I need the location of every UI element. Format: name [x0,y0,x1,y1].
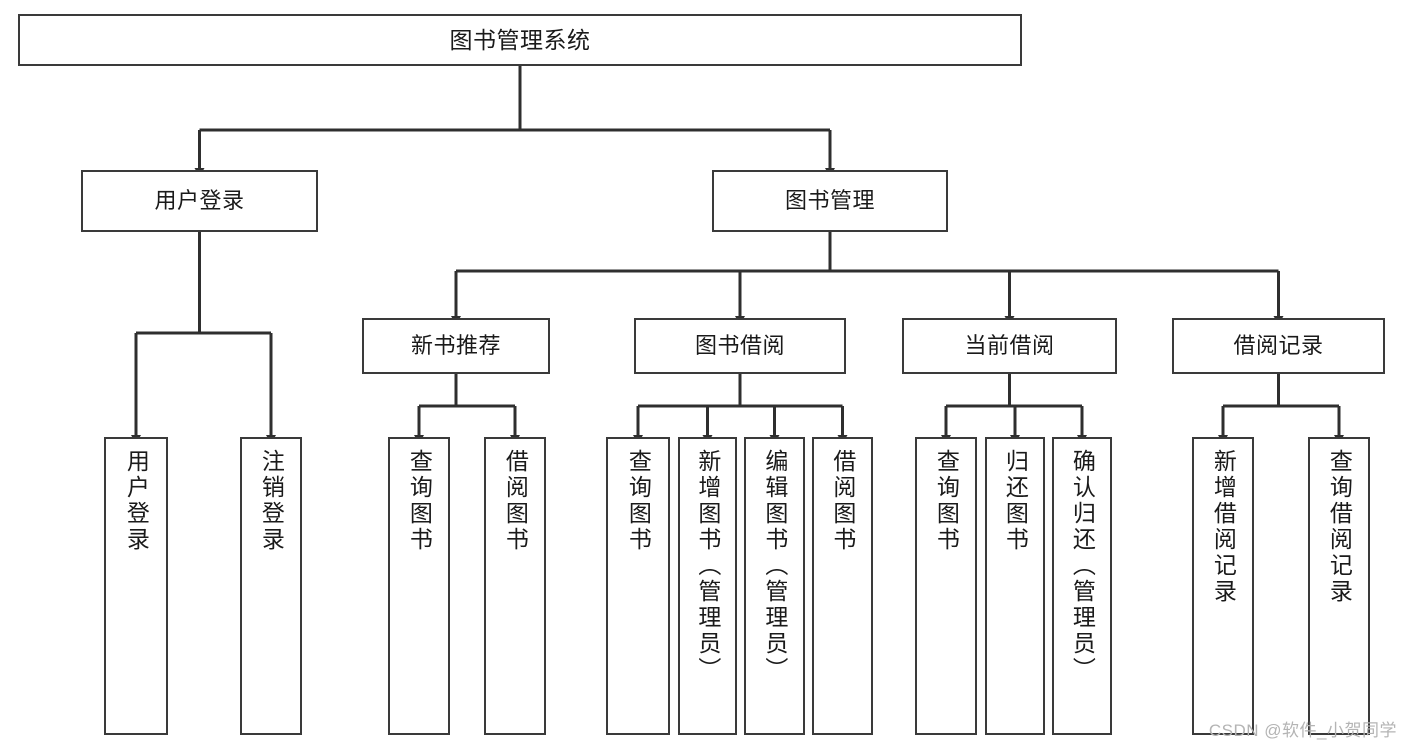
node-label: 归还图书 [1002,449,1029,553]
node-leaf-add-record[interactable]: 新增借阅记录 [1192,437,1254,735]
node-leaf-add-book[interactable]: 新增图书（管理员） [678,437,737,735]
node-label: 编辑图书（管理员） [761,449,788,683]
node-current[interactable]: 当前借阅 [902,318,1117,374]
node-leaf-borrow-book-2[interactable]: 借阅图书 [812,437,873,735]
node-leaf-query-book-2[interactable]: 查询图书 [606,437,670,735]
node-label: 查询图书 [933,449,960,553]
node-newbook[interactable]: 新书推荐 [362,318,550,374]
node-label: 新增借阅记录 [1210,449,1237,605]
node-leaf-user-logout[interactable]: 注销登录 [240,437,302,735]
node-leaf-query-book-3[interactable]: 查询图书 [915,437,977,735]
node-leaf-edit-book[interactable]: 编辑图书（管理员） [744,437,805,735]
node-label: 查询图书 [625,449,652,553]
node-root[interactable]: 图书管理系统 [18,14,1022,66]
node-label: 图书管理系统 [449,26,591,53]
node-bookmgmt[interactable]: 图书管理 [712,170,948,232]
node-login[interactable]: 用户登录 [81,170,318,232]
node-records[interactable]: 借阅记录 [1172,318,1385,374]
node-leaf-return-book[interactable]: 归还图书 [985,437,1045,735]
node-leaf-query-record[interactable]: 查询借阅记录 [1308,437,1370,735]
node-label: 当前借阅 [964,333,1055,358]
node-label: 确认归还（管理员） [1069,449,1096,683]
node-label: 借阅图书 [502,449,529,553]
node-leaf-user-login[interactable]: 用户登录 [104,437,168,735]
node-label: 用户登录 [123,449,150,553]
node-borrow[interactable]: 图书借阅 [634,318,846,374]
node-label: 注销登录 [258,449,285,553]
node-label: 新书推荐 [410,333,501,358]
node-leaf-confirm-return[interactable]: 确认归还（管理员） [1052,437,1112,735]
node-label: 借阅图书 [829,449,856,553]
node-label: 借阅记录 [1233,333,1324,358]
node-label: 图书管理 [784,188,875,213]
node-label: 图书借阅 [694,333,785,358]
node-label: 查询借阅记录 [1326,449,1353,605]
node-label: 新增图书（管理员） [694,449,721,683]
node-leaf-borrow-book-1[interactable]: 借阅图书 [484,437,546,735]
node-label: 用户登录 [154,188,245,213]
node-leaf-query-book-1[interactable]: 查询图书 [388,437,450,735]
node-label: 查询图书 [406,449,433,553]
